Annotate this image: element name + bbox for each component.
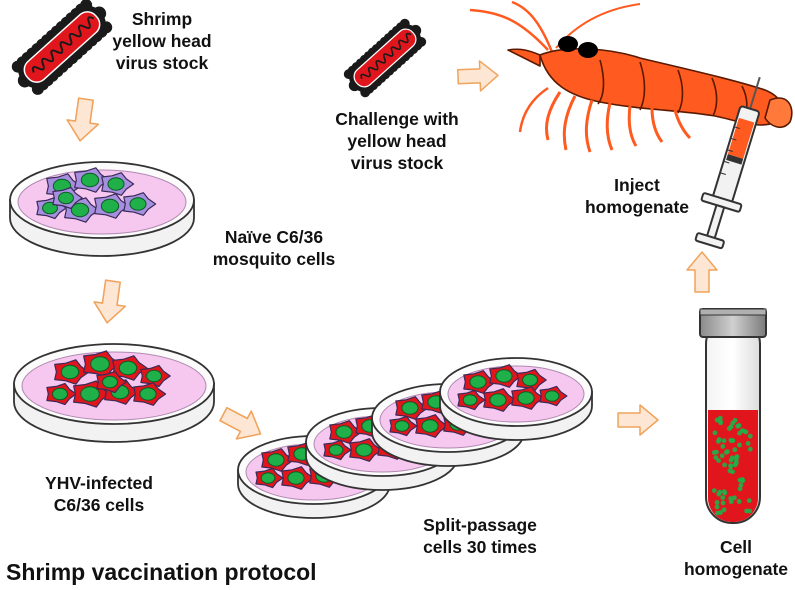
cell-cluster [457, 364, 568, 412]
cell-particles [711, 415, 753, 516]
label-infected-cells: YHV-infected C6/36 cells [45, 473, 153, 515]
diagram-title: Shrimp vaccination protocol [6, 559, 317, 585]
petri-dish-stack [237, 357, 593, 519]
petri-dish-infected-cells [13, 343, 215, 443]
label-naive-cells: Naïve C6/36 mosquito cells [212, 227, 336, 269]
shrimp-icon [469, 0, 793, 153]
cell-cluster [36, 167, 157, 223]
petri-dish-naive-cells [9, 161, 195, 257]
cell-cluster [46, 350, 171, 408]
petri-dish [439, 357, 593, 441]
label-virus-stock: Shrimp yellow head virus stock [112, 9, 212, 73]
syringe-icon [694, 76, 761, 250]
test-tube-icon [699, 308, 767, 524]
virus-particle-icon [11, 0, 113, 95]
label-challenge: Challenge with yellow head virus stock [335, 109, 459, 173]
label-split-passage: Split-passage cells 30 times [423, 515, 537, 557]
label-inject: Inject homogenate [584, 175, 690, 217]
process-arrows [66, 60, 718, 440]
label-cell-homogenate: Cell homogenate [683, 537, 789, 579]
virus-particle-icon [343, 18, 427, 98]
